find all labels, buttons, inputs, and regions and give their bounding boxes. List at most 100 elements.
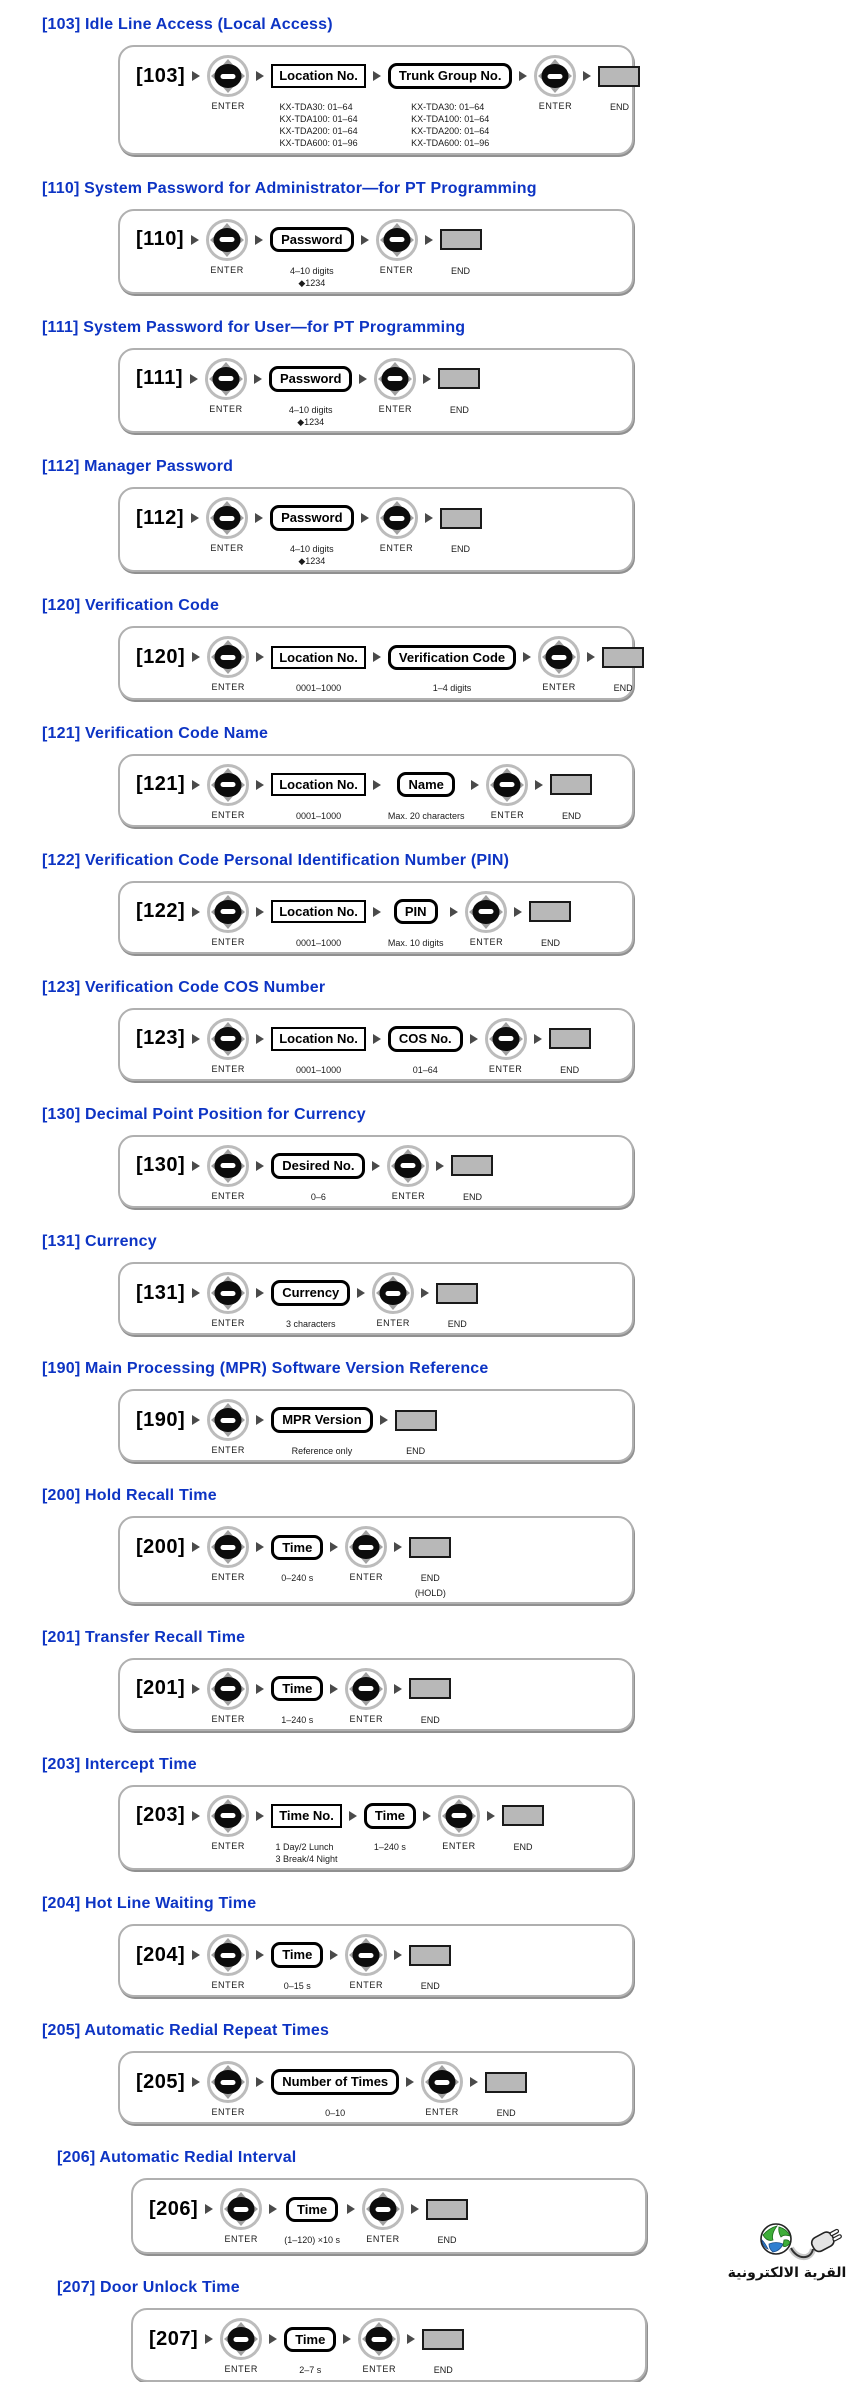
jog-dial-enter-icon [374,357,417,400]
jog-center-button [227,2327,255,2352]
flow-arrow-icon [256,2077,265,2088]
flow-item: ENTER [375,495,418,554]
program-code: [131] [136,1281,186,1304]
flow-item-main [189,356,199,402]
jog-arrow-right-icon [515,1032,523,1045]
jog-arrow-down-icon [222,667,235,675]
jog-center-button [212,366,240,391]
program-code: [200] [136,1535,186,1558]
flow-item-main [439,495,482,541]
flow-arrow-icon [372,1160,381,1171]
flow-item [191,1524,201,1570]
jog-center-button [214,1676,242,1701]
flow-item: ENTER [345,1666,388,1725]
jog-arrow-right-icon [251,2203,259,2216]
flow-arrow-icon [192,906,201,917]
flow-item [393,1932,403,1978]
program-code: [205] [136,2070,186,2093]
jog-arrow-up-icon [360,1671,373,1679]
flow-item: ENTER [358,2316,401,2375]
flow-item-main [191,1666,201,1712]
value-range-line: 3 Break/4 Night [275,1853,338,1864]
input-value-box: Name [397,771,455,798]
jog-dial-enter-icon [207,1667,250,1710]
jog-center-bar [375,2206,391,2212]
jog-arrow-right-icon [238,1032,246,1045]
flow-item [255,1932,265,1978]
flow-item-main [191,1143,201,1189]
flow-arrow-icon [205,2334,214,2345]
enter-label: ENTER [376,1318,411,1329]
jog-center-button [369,2197,397,2222]
end-button-icon [598,65,641,87]
value-range-label: 4–10 digits◆1234 [290,265,334,289]
flow-item [406,2316,416,2362]
flow-item [191,1666,201,1712]
section-title: [130] Decimal Point Position for Currenc… [42,1105,366,1123]
enter-label: ENTER [366,2234,400,2245]
flow-item [191,2059,201,2105]
jog-center-bar [220,782,236,788]
jog-arrow-up-icon [387,1276,400,1284]
section-title: [206] Automatic Redial Interval [57,2149,297,2167]
jog-arrow-right-icon [237,512,245,525]
enter-label: ENTER [469,936,504,947]
jog-arrow-down-icon [436,2092,449,2100]
program-sections: [103] Idle Line Access (Local Access) [1… [0,16,850,2382]
jog-arrow-right-icon [235,372,243,385]
flow-item-main [360,217,370,263]
input-value-box: Desired No. [271,1153,366,1179]
input-value-box: Time [271,1534,324,1561]
flow-item-main [375,217,418,263]
enter-label: ENTER [211,2107,245,2118]
flow-item-main [534,53,577,99]
jog-dial-enter-icon [207,1144,250,1187]
value-range-label: 4–10 digits◆1234 [289,404,333,428]
section-title: [123] Verification Code COS Number [42,978,326,996]
flow-item-main: [204] [136,1932,185,1978]
flow-item [191,762,201,808]
flow-item [469,2059,479,2105]
flow-item-main [437,1793,480,1839]
flow-item [191,53,201,99]
flow-item: ENTER [375,217,418,276]
program-code: [203] [136,1804,186,1827]
jog-center-button [541,64,569,88]
flow-item [358,356,368,402]
jog-center-bar [220,1544,236,1550]
jog-dial-enter-icon [345,1934,388,1977]
jog-arrow-right-icon [238,905,246,918]
flow-arrow-icon [519,71,528,81]
flow-item [449,889,459,935]
flow-item-main [406,2316,416,2362]
flow-item [486,1793,496,1839]
flow-item [372,762,382,808]
flow-item [342,2316,352,2362]
flow-item: [131] [136,1270,185,1316]
end-label: END [406,1446,426,1457]
jog-dial-enter-icon [207,763,250,806]
value-range-label: (HOLD) [415,1587,446,1599]
value-range-line: 2–7 s [299,2365,322,2376]
jog-center-button [214,899,242,924]
jog-center-bar [498,1036,514,1042]
end-label: END [437,2235,457,2246]
flow-item: [207] [149,2316,198,2362]
jog-center-bar [389,237,405,243]
logo-caption: القرية الالكترونية [727,2265,847,2281]
jog-arrow-right-icon [376,1541,384,1554]
enter-label: ENTER [378,403,413,414]
value-range-line: ◆1234 [298,556,326,567]
jog-dial-enter-icon [375,218,418,261]
flow-item-main [207,889,250,935]
flow-item: ENTER [372,1270,415,1329]
end-button-icon [451,1155,494,1177]
flow-item-main: [123] [136,1016,185,1062]
